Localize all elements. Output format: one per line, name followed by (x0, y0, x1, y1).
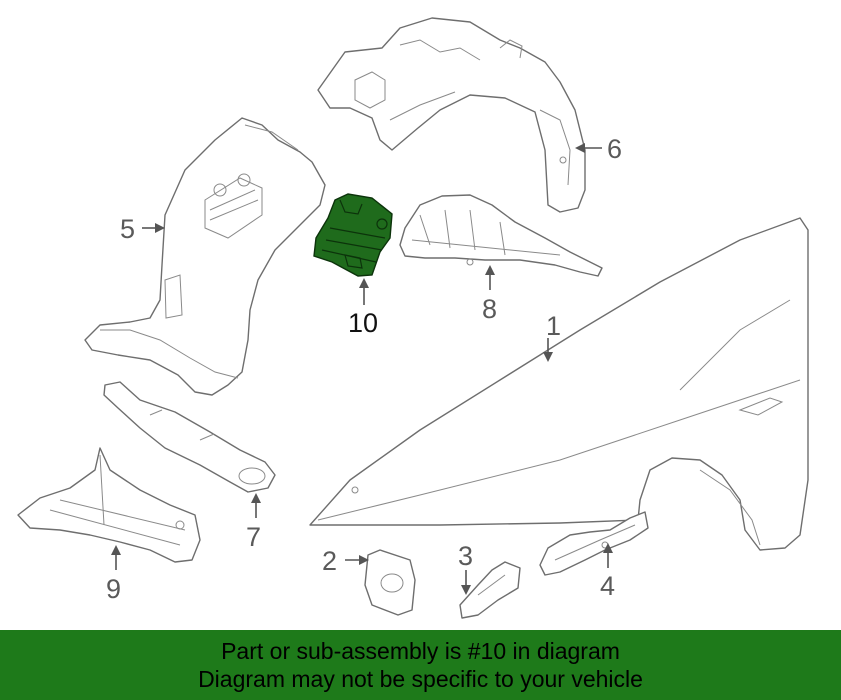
leader-lines (111, 143, 613, 595)
info-banner: Part or sub-assembly is #10 in diagram D… (0, 630, 841, 700)
part-9-splash-shield[interactable] (17, 447, 201, 563)
callout-5: 5 (120, 214, 135, 244)
part-10-bracket-highlighted[interactable] (313, 193, 393, 277)
part-2-plate[interactable] (364, 549, 416, 616)
callout-3: 3 (458, 541, 473, 571)
banner-line-1: Part or sub-assembly is #10 in diagram (221, 638, 620, 664)
part-1-fender[interactable] (309, 217, 809, 551)
banner-line-2: Diagram may not be specific to your vehi… (198, 666, 643, 692)
callout-4: 4 (600, 571, 615, 601)
part-3-bracket[interactable] (459, 561, 521, 619)
part-7-lower-strip[interactable] (103, 381, 276, 493)
callout-2: 2 (322, 546, 337, 576)
part-6-wheel-arch-liner[interactable] (317, 17, 586, 213)
callout-1: 1 (546, 311, 561, 341)
callout-6: 6 (607, 134, 622, 164)
callout-7: 7 (246, 522, 261, 552)
callout-9: 9 (106, 574, 121, 604)
callout-8: 8 (482, 294, 497, 324)
parts-diagram: 1 2 3 4 5 6 7 8 9 10 (17, 17, 809, 619)
part-8-bracket[interactable] (399, 194, 603, 277)
callout-10: 10 (348, 308, 378, 338)
part-5-wheel-arch-liner[interactable] (84, 117, 326, 396)
